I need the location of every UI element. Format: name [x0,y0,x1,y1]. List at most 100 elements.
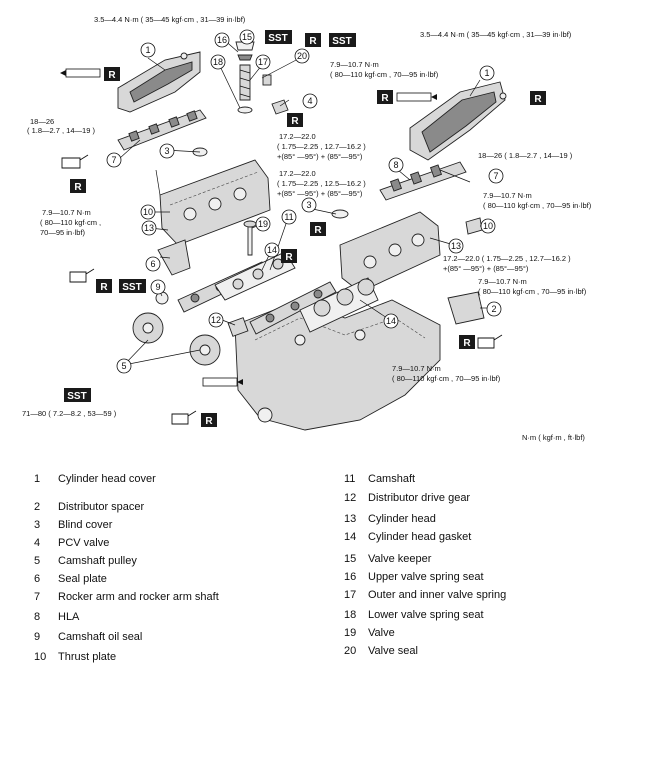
svg-text:SST: SST [122,282,141,293]
right-camshaft [249,281,337,335]
callout-13-right: 13 [448,238,464,254]
svg-text:17: 17 [258,57,268,67]
svg-text:18: 18 [213,57,223,67]
camshaft-pulley-lower [189,334,221,366]
callout-16: 16 [214,32,230,48]
svg-text:13: 13 [144,223,154,233]
torque-top-left: 3.5—4.4 N·m ( 35—45 kgf·cm , 31—39 in·lb… [94,15,246,24]
torque-left-79b: ( 80—110 kgf·cm , [40,218,101,227]
oil-can-icon [171,410,197,425]
torque-left-79c: 70—95 in·lbf) [40,228,86,237]
exploded-view-diagram: 1 1 2 3 3 4 5 6 7 7 8 9 10 10 11 12 13 1… [22,15,592,442]
svg-text:19: 19 [258,219,268,229]
badge-sst: SST [119,279,146,293]
callout-19: 19 [255,216,271,232]
svg-text:20: 20 [297,51,307,61]
badge-r: R [96,279,112,293]
svg-text:SST: SST [268,33,287,44]
callout-3-left: 3 [159,143,175,159]
svg-text:2: 2 [491,304,496,314]
svg-text:10: 10 [483,221,493,231]
torque-top-right: 3.5—4.4 N·m ( 35—45 kgf·cm , 31—39 in·lb… [420,30,572,39]
oil-can-icon [69,268,95,283]
svg-text:R: R [314,225,322,236]
distributor-drive-gear [227,317,249,337]
callout-7-left: 7 [106,152,122,168]
torque-head-a2: ( 1.75—2.25 , 12.7—16.2 ) [277,142,366,151]
svg-text:6: 6 [150,259,155,269]
svg-text:16: 16 [217,35,227,45]
valve-train [235,41,272,256]
callout-14-right: 14 [383,313,399,329]
svg-text:10: 10 [143,207,153,217]
badge-r: R [459,335,475,349]
left-head-gasket [214,251,296,301]
svg-text:R: R [463,338,471,349]
torque-right-head2: +(85° —95°) + (85°—95°) [443,264,529,273]
svg-text:7: 7 [493,171,498,181]
badge-r: R [104,67,120,81]
callout-13-left: 13 [141,220,157,236]
sealant-tube-icon [396,92,437,102]
thrust-plate [465,217,483,235]
badge-r: R [281,249,297,263]
badge-sst: SST [329,33,356,47]
torque-bottom-b: ( 80—110 kgf·cm , 70—95 in·lbf) [392,374,501,383]
torque-left-18a: 18—26 [30,117,54,126]
callout-20: 20 [294,48,310,64]
badge-r: R [305,33,321,47]
badge-r: R [287,113,303,127]
callout-8: 8 [388,157,404,173]
torque-head-a1: 17.2—22.0 [279,132,316,141]
badge-r: R [377,90,393,104]
badge-sst: SST [64,388,91,402]
torque-head-b2: ( 1.75—2.25 , 12.5—16.2 ) [277,179,366,188]
svg-text:9: 9 [155,282,160,292]
callout-5: 5 [116,358,132,374]
svg-text:7: 7 [111,155,116,165]
callout-4: 4 [302,93,318,109]
torque-dist-a: 7.9—10.7 N·m [478,277,527,286]
svg-text:13: 13 [451,241,461,251]
right-cylinder-head-cover [409,81,507,161]
torque-units-note: N·m ( kgf·m , ft·lbf) [522,433,585,442]
svg-text:14: 14 [386,316,396,326]
callout-1-left: 1 [140,42,156,58]
svg-text:R: R [381,93,389,104]
svg-text:R: R [309,36,317,47]
svg-text:R: R [108,70,116,81]
callout-1-right: 1 [479,65,495,81]
torque-rocker-b: ( 80—110 kgf·cm , 70—95 in·lbf) [330,70,439,79]
svg-text:4: 4 [307,96,312,106]
callout-14-left: 14 [264,242,280,258]
badge-r: R [201,413,217,427]
sealant-tube-icon [202,377,243,387]
svg-text:3: 3 [306,200,311,210]
left-rocker-arm-assembly [117,109,207,151]
torque-left-79a: 7.9—10.7 N·m [42,208,91,217]
badges: R R SST SST R R R R R R R SST R SST R [60,30,546,427]
torque-dist-b: ( 80—110 kgf·cm , 70—95 in·lbf) [478,287,587,296]
svg-text:R: R [291,116,299,127]
svg-text:3: 3 [164,146,169,156]
sealant-tube-icon [60,68,101,78]
torque-left-18b: ( 1.8—2.7 , 14—19 ) [27,126,95,135]
torque-right-79a: 7.9—10.7 N·m [483,191,532,200]
right-cylinder-head [339,211,441,293]
torque-specs: 3.5—4.4 N·m ( 35—45 kgf·cm , 31—39 in·lb… [22,15,592,442]
svg-text:5: 5 [121,361,126,371]
callout-10-left: 10 [140,204,156,220]
callout-3-right: 3 [301,197,317,213]
torque-rocker-a: 7.9—10.7 N·m [330,60,379,69]
svg-text:R: R [205,416,213,427]
callout-7-right: 7 [488,168,504,184]
svg-text:12: 12 [211,315,221,325]
torque-right-head1: 17.2—22.0 ( 1.75—2.25 , 12.7—16.2 ) [443,254,571,263]
svg-text:8: 8 [393,160,398,170]
badge-r: R [310,222,326,236]
badge-r: R [530,91,546,105]
callout-11: 11 [281,209,297,225]
callout-9: 9 [150,279,166,295]
blind-cover-right [331,209,349,219]
callout-6: 6 [145,256,161,272]
